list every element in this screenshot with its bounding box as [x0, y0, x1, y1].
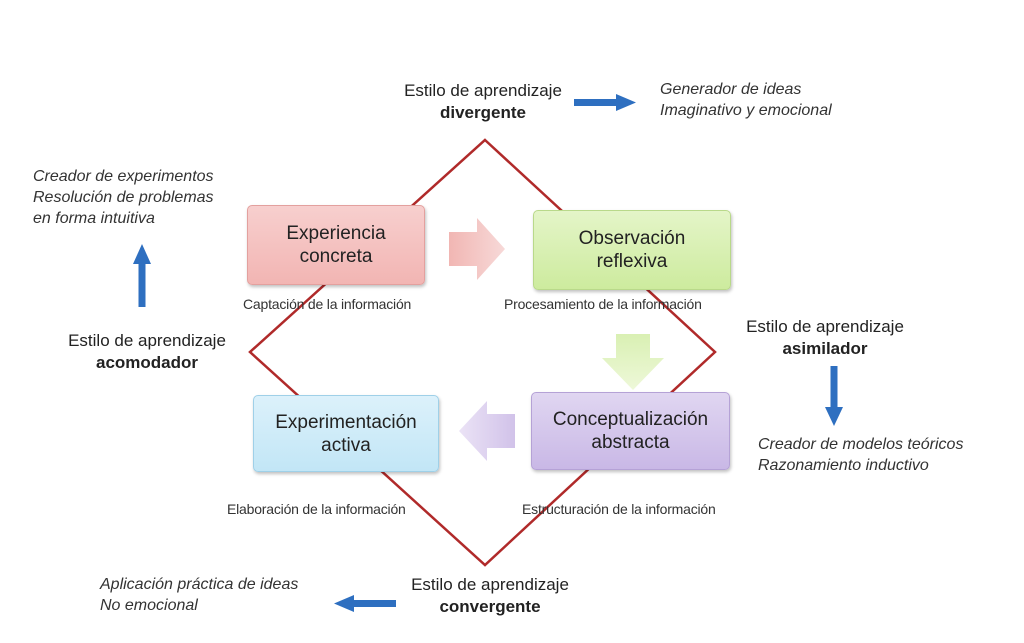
- style-acomodador-prefix: Estilo de aprendizaje: [68, 331, 226, 350]
- desc-acomodador: Creador de experimentos Resolución de pr…: [33, 166, 214, 229]
- style-convergente: Estilo de aprendizaje convergente: [395, 574, 585, 618]
- flow-arrow-left: [459, 401, 515, 461]
- desc-divergente-line1: Generador de ideas: [660, 81, 802, 98]
- flow-arrow-down: [602, 334, 664, 390]
- caption-conceptualizacion: Estructuración de la información: [522, 501, 716, 517]
- box-experimentacion-line1: Experimentación: [275, 411, 417, 433]
- flow-arrow-right: [449, 218, 505, 280]
- arrow-right-divergente: [574, 94, 636, 111]
- desc-convergente-line1: Aplicación práctica de ideas: [100, 576, 299, 593]
- style-divergente-prefix: Estilo de aprendizaje: [404, 81, 562, 100]
- caption-experimentacion: Elaboración de la información: [227, 501, 406, 517]
- box-experiencia-line1: Experiencia: [286, 223, 386, 244]
- arrow-up-acomodador: [133, 244, 151, 307]
- box-observacion-reflexiva: Observación reflexiva: [533, 210, 731, 290]
- desc-convergente-line2: No emocional: [100, 597, 198, 614]
- style-divergente-name: divergente: [440, 103, 526, 122]
- style-asimilador-name: asimilador: [782, 339, 868, 358]
- arrow-left-convergente: [334, 595, 396, 612]
- caption-experiencia: Captación de la información: [243, 296, 412, 312]
- box-experimentacion-line2: activa: [321, 434, 371, 456]
- box-observacion-line2: reflexiva: [596, 251, 668, 272]
- style-convergente-prefix: Estilo de aprendizaje: [411, 575, 569, 594]
- box-experiencia-line2: concreta: [299, 246, 373, 267]
- box-experimentacion-activa: Experimentación activa: [253, 395, 439, 472]
- style-acomodador: Estilo de aprendizaje acomodador: [52, 330, 242, 374]
- style-asimilador: Estilo de aprendizaje asimilador: [730, 316, 920, 360]
- desc-convergente: Aplicación práctica de ideas No emociona…: [100, 574, 298, 616]
- desc-asimilador-line2: Razonamiento inductivo: [758, 457, 929, 474]
- box-conceptualizacion-line2: abstracta: [591, 432, 670, 453]
- desc-asimilador-line1: Creador de modelos teóricos: [758, 436, 964, 453]
- style-divergente: Estilo de aprendizaje divergente: [388, 80, 578, 124]
- box-observacion-line1: Observación: [578, 228, 686, 249]
- style-convergente-name: convergente: [439, 597, 541, 616]
- desc-divergente-line2: Imaginativo y emocional: [660, 102, 832, 119]
- desc-acomodador-line2: Resolución de problemas: [33, 189, 214, 206]
- box-conceptualizacion-line1: Conceptualización: [552, 409, 709, 430]
- caption-observacion: Procesamiento de la información: [504, 296, 702, 312]
- desc-asimilador: Creador de modelos teóricos Razonamiento…: [758, 434, 963, 476]
- arrow-down-asimilador: [825, 366, 843, 426]
- desc-acomodador-line3: en forma intuitiva: [33, 210, 155, 227]
- box-experiencia-concreta: Experiencia concreta: [247, 205, 425, 285]
- style-asimilador-prefix: Estilo de aprendizaje: [746, 317, 904, 336]
- desc-divergente: Generador de ideas Imaginativo y emocion…: [660, 79, 832, 121]
- desc-acomodador-line1: Creador de experimentos: [33, 168, 214, 185]
- style-acomodador-name: acomodador: [95, 353, 199, 372]
- box-conceptualizacion-abstracta: Conceptualización abstracta: [531, 392, 730, 470]
